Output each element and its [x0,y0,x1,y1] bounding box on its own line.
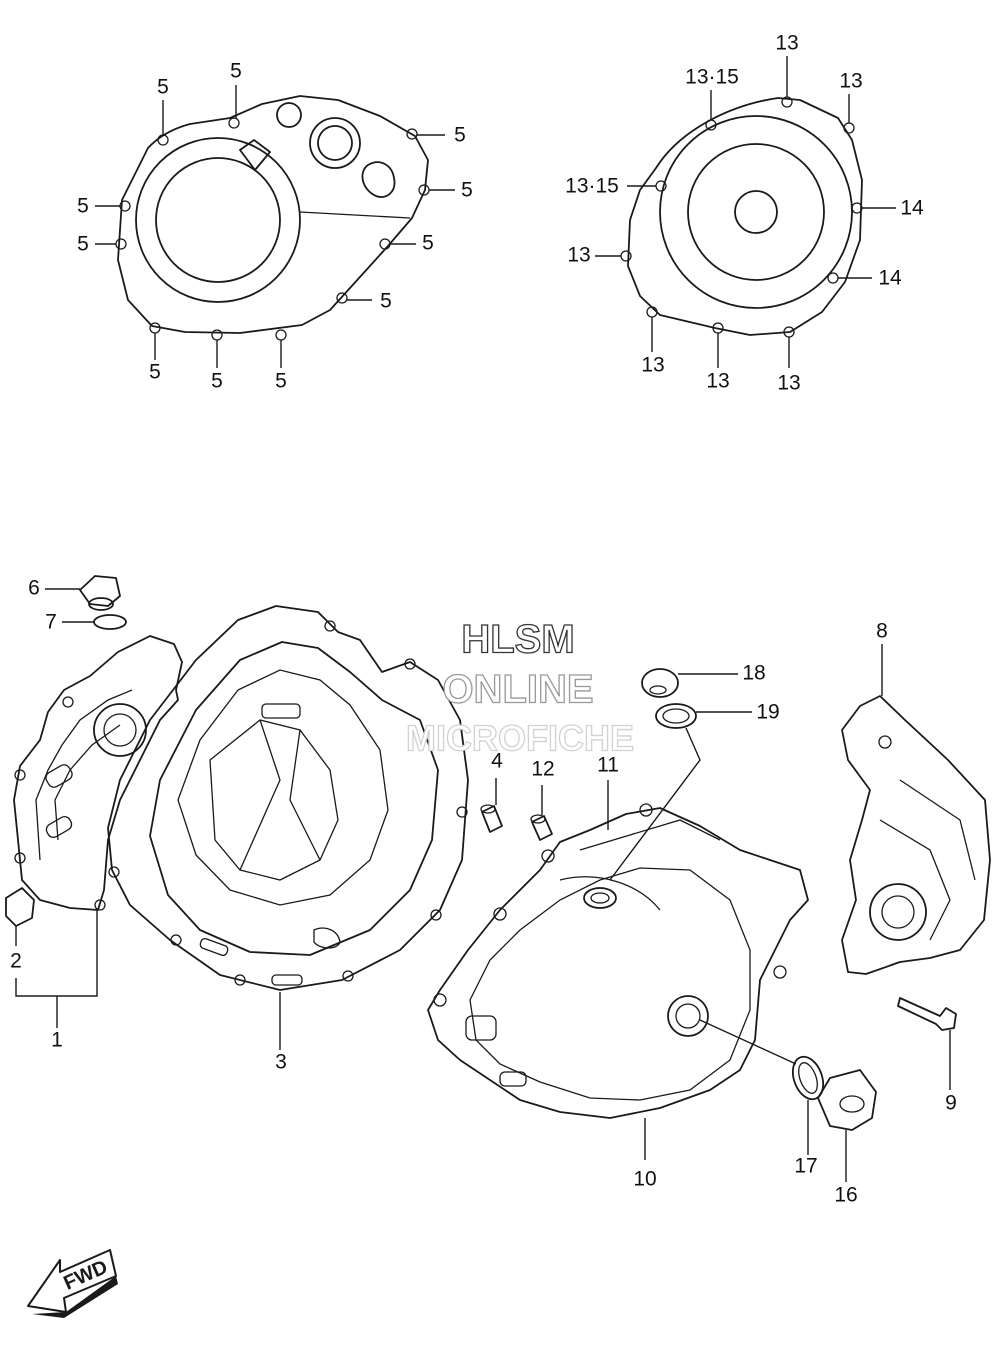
callout-4: 4 [491,750,503,773]
callout-5: 5 [211,370,223,393]
callout-10: 10 [633,1168,656,1191]
watermark-line-2: ONLINE [442,668,593,712]
callout-5: 5 [230,60,242,83]
clutch-cover-gasket-3 [107,605,469,1050]
callout-5: 5 [422,232,434,255]
dowel-pin-12 [530,785,553,841]
plug-2 [5,887,35,946]
callout-12: 12 [531,758,554,781]
callout-5: 5 [461,179,473,202]
clutch-cover-1 [13,635,183,911]
plug-16 [817,1069,877,1182]
oil-filler-cap-6 [45,575,121,611]
callout-6: 6 [28,577,40,600]
o-ring-19 [609,703,752,881]
callout-leaders-5 [95,85,455,368]
callout-3: 3 [275,1051,287,1074]
watermark-line-3: MICROFICHE [406,718,634,759]
callout-16: 16 [834,1184,857,1207]
dowel-pin-4 [480,778,503,833]
forward-direction-arrow: FWD [27,1249,118,1318]
callout-13: 13 [777,372,800,395]
callout-5: 5 [380,290,392,313]
callout-13: 13 [641,354,664,377]
callout-11: 11 [597,754,619,777]
callout-13: 13 [839,70,862,93]
callout-13: 13 [567,244,590,267]
watermark-line-1: HLSM [461,618,574,662]
bolt-9 [897,997,957,1090]
watermark: HLSM ONLINE MICROFICHE [405,617,634,759]
plug-18 [641,668,738,698]
magneto-cover-gasket-outline [620,96,863,338]
callout-19: 19 [756,701,779,724]
callout-13: 13 [706,370,729,393]
fwd-arrow-shadow [32,1276,118,1318]
callout-7: 7 [45,611,57,634]
callout-13-15: 13·15 [565,175,619,198]
callout-18: 18 [742,662,765,685]
callout-leaders-13-14-15 [595,56,896,368]
sprocket-cover-8 [841,644,991,975]
callout-14: 14 [900,197,924,220]
callout-labels: 5 5 5 5 5 5 5 5 5 5 5 13 13 13·15 13·15 … [10,32,957,1207]
callout-bracket-1 [15,908,98,1028]
callout-5: 5 [77,195,89,218]
callout-9: 9 [945,1092,957,1115]
callout-5: 5 [157,76,169,99]
callout-1: 1 [51,1029,63,1052]
callout-5: 5 [454,124,466,147]
callout-17: 17 [794,1155,817,1178]
o-ring-17 [699,1019,825,1155]
callout-2: 2 [10,950,22,973]
fwd-arrow-icon [27,1249,117,1313]
o-ring-7 [62,614,127,630]
callout-5: 5 [149,361,161,384]
magneto-cover-10 [427,803,809,1160]
callout-5: 5 [77,233,89,256]
clutch-cover-gasket-outline [115,95,430,341]
callout-8: 8 [876,620,888,643]
callout-5: 5 [275,370,287,393]
callout-14: 14 [878,267,902,290]
callout-13-15: 13·15 [685,66,739,89]
callout-13: 13 [775,32,798,55]
